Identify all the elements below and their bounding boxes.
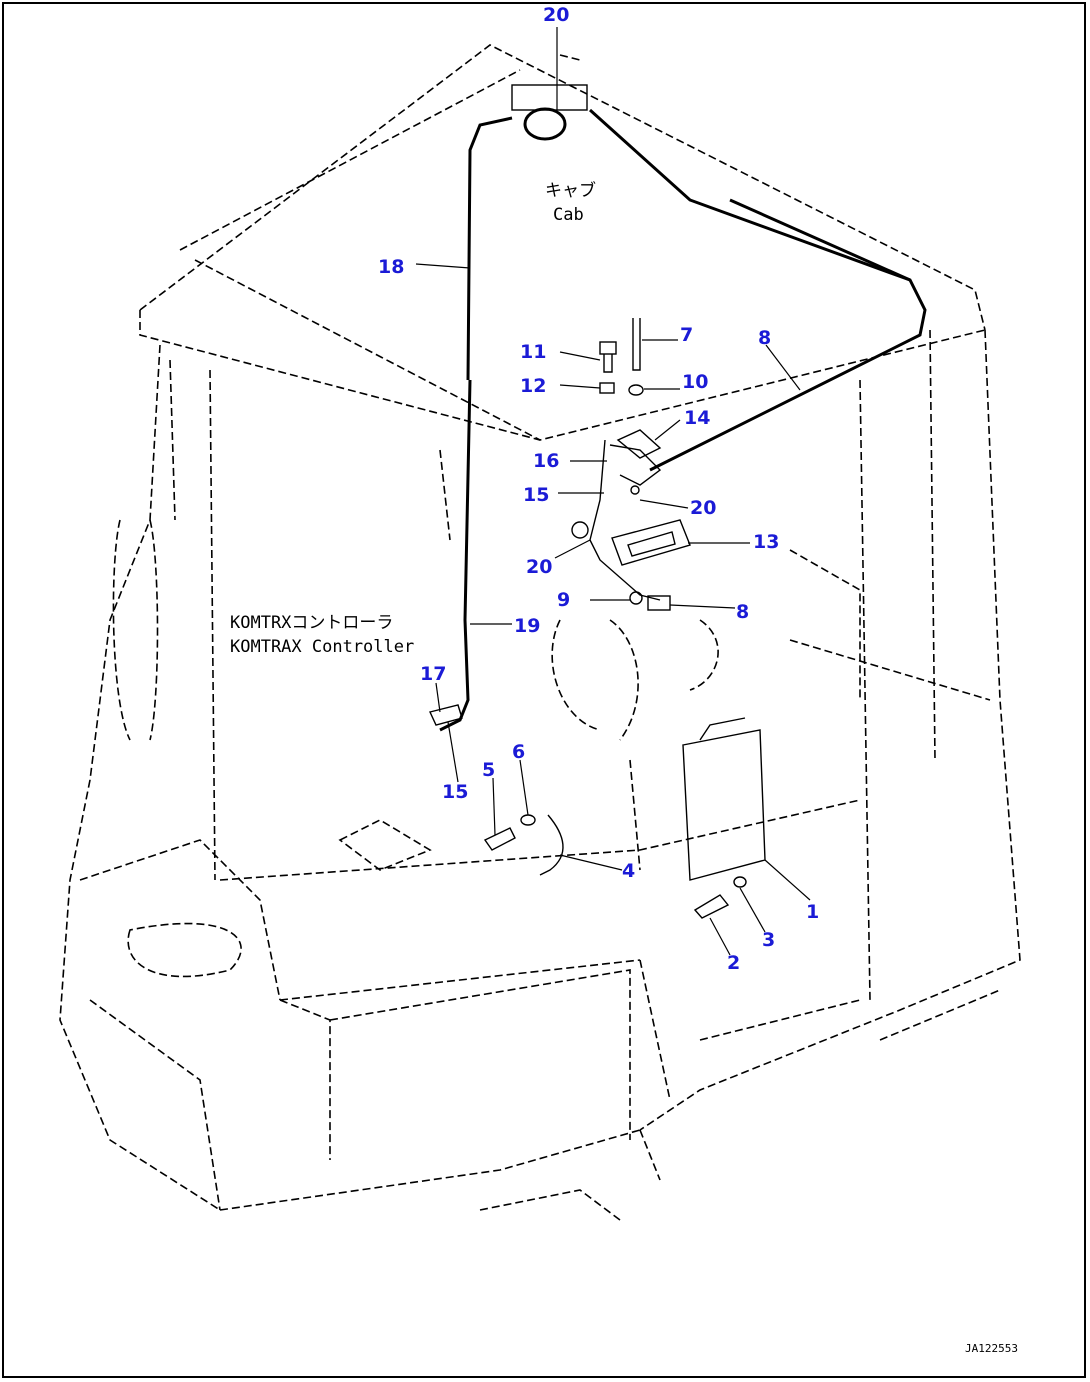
callout-8: 8	[758, 327, 771, 349]
grommet-10	[629, 591, 643, 605]
callout-15: 15	[442, 781, 468, 803]
cab-label-en: Cab	[553, 205, 584, 225]
washer-3	[733, 876, 747, 888]
washer-6	[520, 814, 536, 826]
cab-body	[59, 329, 1021, 1221]
bolt-2	[693, 894, 730, 919]
controller-label-jp: KOMTRXコントローラ	[230, 613, 393, 633]
callout-5: 5	[482, 759, 495, 781]
callout-20: 20	[690, 497, 716, 519]
connector-8	[647, 595, 671, 611]
washer-11	[628, 384, 644, 396]
callout-14: 12	[520, 375, 546, 397]
bracket-12	[616, 429, 662, 459]
callout-6: 6	[512, 741, 525, 763]
cable-4	[539, 814, 564, 876]
controller-label-en: KOMTRAX Controller	[230, 637, 414, 657]
callout-16: 16	[533, 450, 559, 472]
callout-10: 9	[557, 589, 570, 611]
footer-code: JA122553	[965, 1342, 1018, 1355]
callout-8: 8	[736, 601, 749, 623]
antenna-ring	[523, 107, 567, 141]
callout-9: 13	[753, 531, 779, 553]
cab-roof	[139, 44, 986, 441]
clip-17	[429, 704, 463, 726]
callout-12: 14	[684, 407, 710, 429]
unit-9	[611, 519, 691, 566]
bolt-5	[483, 827, 516, 851]
callout-15: 15	[523, 484, 549, 506]
cab-label-jp: キャブ	[545, 180, 596, 201]
callout-13: 11	[520, 341, 546, 363]
callout-20: 20	[543, 4, 569, 26]
callout-1: 1	[806, 901, 819, 923]
bolt-13-head	[599, 341, 617, 355]
callout-11: 10	[682, 371, 708, 393]
washer-14	[599, 382, 615, 394]
antenna-cables	[439, 84, 927, 732]
callout-19: 19	[514, 615, 540, 637]
callout-3: 3	[762, 929, 775, 951]
callout-7: 7	[680, 324, 693, 346]
callout-18: 18	[378, 256, 404, 278]
hardware	[429, 318, 766, 919]
callout-20: 20	[526, 556, 552, 578]
leader-lines	[415, 27, 811, 956]
callout-2: 2	[727, 952, 740, 974]
controller-box-1	[682, 729, 766, 881]
callout-17: 17	[420, 663, 446, 685]
callout-4: 4	[622, 860, 635, 882]
